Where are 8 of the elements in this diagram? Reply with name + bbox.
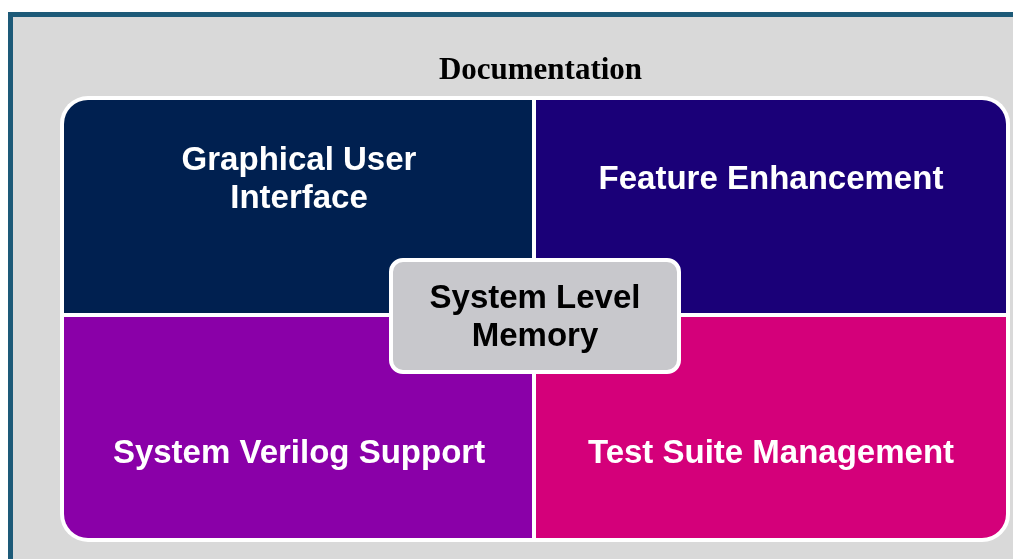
box-label: System Level Memory [428,278,642,354]
frame-panel [8,12,1013,559]
center-box [389,258,681,374]
title-text: Documentation [437,53,644,84]
box-label: System Verilog Support [112,432,486,471]
box-label: Test Suite Management [587,432,955,471]
box-label: Feature Enhancement [598,158,944,197]
box-label: Graphical User Interface [180,139,418,216]
